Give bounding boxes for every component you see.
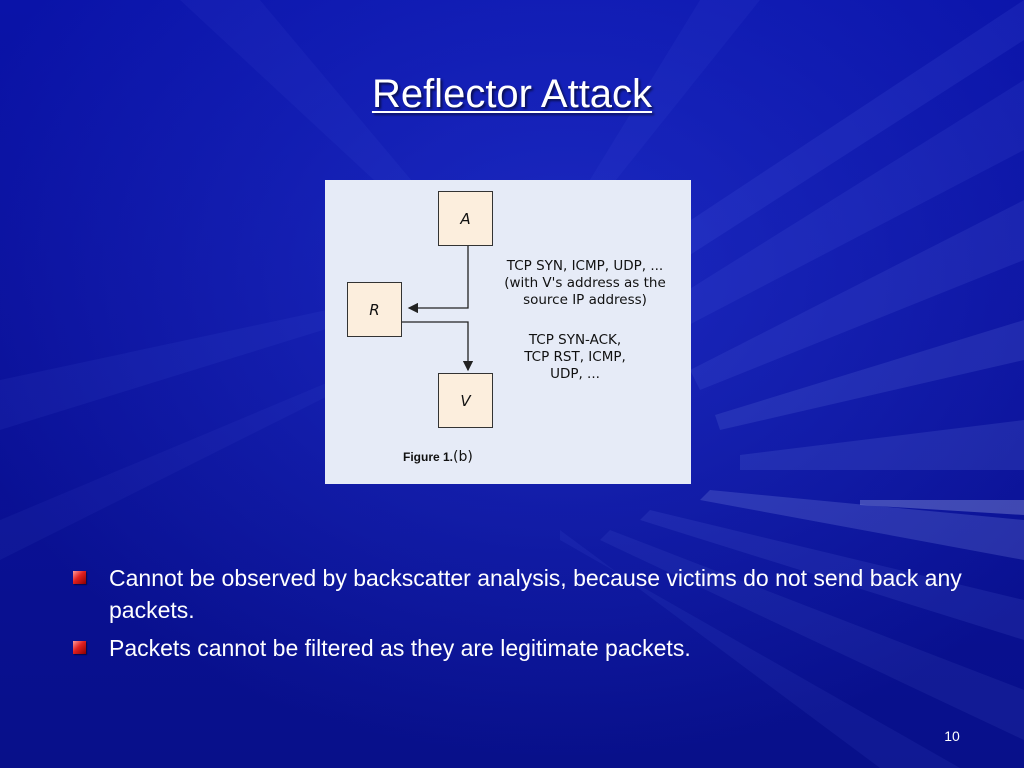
caption-sublabel: (b) xyxy=(453,449,473,465)
arrow-a-to-r xyxy=(407,246,469,314)
figure-caption: Figure 1.(b) xyxy=(403,449,473,465)
bullet-item: Packets cannot be filtered as they are l… xyxy=(72,632,992,664)
response-note-line: TCP SYN-ACK, xyxy=(528,332,622,348)
page-number: 10 xyxy=(944,728,960,744)
figure-connectors xyxy=(375,246,474,372)
slide-title: Reflector Attack xyxy=(371,72,653,116)
response-note: TCP SYN-ACK, TCP RST, ICMP, UDP, ... xyxy=(493,332,657,383)
request-note-line: source IP address) xyxy=(523,292,647,308)
request-note-line: TCP SYN, ICMP, UDP, ... xyxy=(506,258,664,274)
response-note-line: TCP RST, ICMP, xyxy=(524,349,626,365)
bullet-list: Cannot be observed by backscatter analys… xyxy=(72,562,992,670)
node-victim: V xyxy=(438,373,493,428)
bullet-square-icon xyxy=(73,571,86,584)
caption-label: Figure 1. xyxy=(403,450,454,464)
bullet-square-icon xyxy=(73,641,86,654)
bullet-item: Cannot be observed by backscatter analys… xyxy=(72,562,992,626)
request-note-line: (with V's address as the xyxy=(504,275,666,291)
response-note-line: UDP, ... xyxy=(550,366,600,382)
bullet-text: Cannot be observed by backscatter analys… xyxy=(109,565,962,623)
reflector-attack-figure: A R V TCP SYN, ICMP, UDP, ... (with V's … xyxy=(325,180,691,484)
bullet-text: Packets cannot be filtered as they are l… xyxy=(109,635,691,661)
node-reflector: R xyxy=(347,282,402,337)
arrow-r-to-v xyxy=(375,321,474,372)
request-note: TCP SYN, ICMP, UDP, ... (with V's addres… xyxy=(483,258,687,309)
node-attacker: A xyxy=(438,191,493,246)
